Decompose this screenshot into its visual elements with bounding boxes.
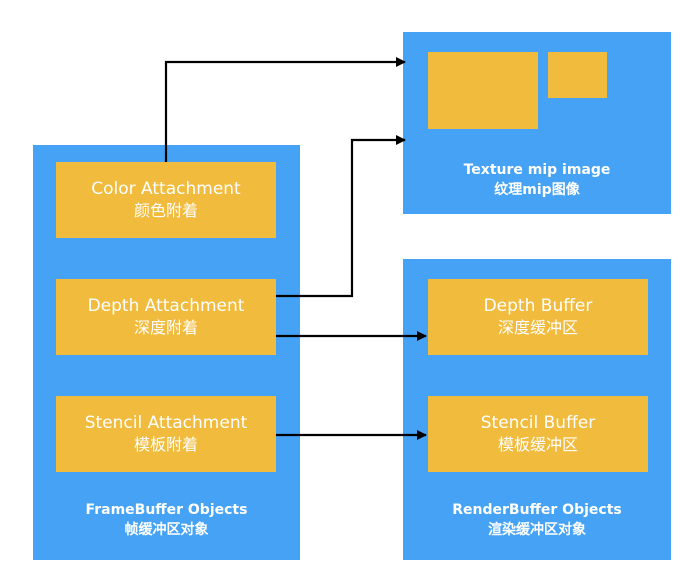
framebuffer-subtitle: 帧缓冲区对象 (124, 522, 209, 538)
depth-to-texture-arrow (276, 135, 406, 298)
texture-caption: Texture mip image 纹理mip图像 (403, 160, 671, 200)
depth-buffer-label: Depth Buffer (483, 296, 593, 316)
color-attachment-box: Color Attachment 颜色附着 (56, 162, 276, 238)
depth-buffer-box: Depth Buffer 深度缓冲区 (428, 279, 648, 355)
color-to-texture-arrow (164, 57, 406, 162)
stencil-buffer-box: Stencil Buffer 模板缓冲区 (428, 396, 648, 472)
framebuffer-caption: FrameBuffer Objects 帧缓冲区对象 (33, 500, 300, 540)
texture-title: Texture mip image (463, 162, 611, 178)
texture-mip-small (548, 52, 607, 98)
stencil-attachment-label-zh: 模板附着 (133, 435, 198, 454)
depth-buffer-label-zh: 深度缓冲区 (497, 318, 578, 337)
stencil-buffer-label-zh: 模板缓冲区 (497, 435, 578, 454)
renderbuffer-title: RenderBuffer Objects (452, 502, 622, 518)
depth-attachment-label: Depth Attachment (87, 296, 245, 316)
stencil-attachment-label: Stencil Attachment (84, 413, 248, 433)
depth-attachment-box: Depth Attachment 深度附着 (56, 279, 276, 355)
depth-attachment-label-zh: 深度附着 (133, 318, 198, 337)
stencil-attachment-box: Stencil Attachment 模板附着 (56, 396, 276, 472)
color-attachment-label-zh: 颜色附着 (133, 201, 198, 220)
texture-subtitle: 纹理mip图像 (494, 182, 580, 198)
texture-mip-large (428, 52, 538, 129)
color-attachment-label: Color Attachment (91, 179, 241, 199)
framebuffer-title: FrameBuffer Objects (85, 502, 248, 518)
stencil-buffer-label: Stencil Buffer (480, 413, 596, 433)
renderbuffer-subtitle: 渲染缓冲区对象 (488, 522, 586, 538)
renderbuffer-caption: RenderBuffer Objects 渲染缓冲区对象 (403, 500, 671, 540)
